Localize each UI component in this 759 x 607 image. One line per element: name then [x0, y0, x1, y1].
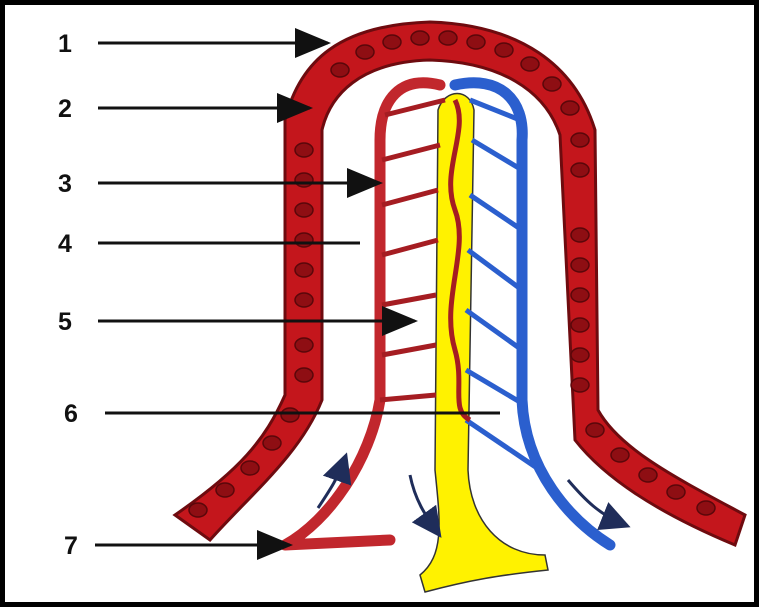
label-2: 2 [58, 95, 72, 123]
lymph-flow-arrow [410, 475, 438, 533]
label-1: 1 [58, 30, 72, 58]
label-5: 5 [58, 308, 72, 336]
artery-capillaries [380, 100, 470, 420]
label-7: 7 [64, 532, 78, 560]
label-3: 3 [58, 170, 72, 198]
label-4: 4 [58, 230, 72, 258]
label-6: 6 [64, 400, 78, 428]
lacteal [420, 94, 548, 593]
